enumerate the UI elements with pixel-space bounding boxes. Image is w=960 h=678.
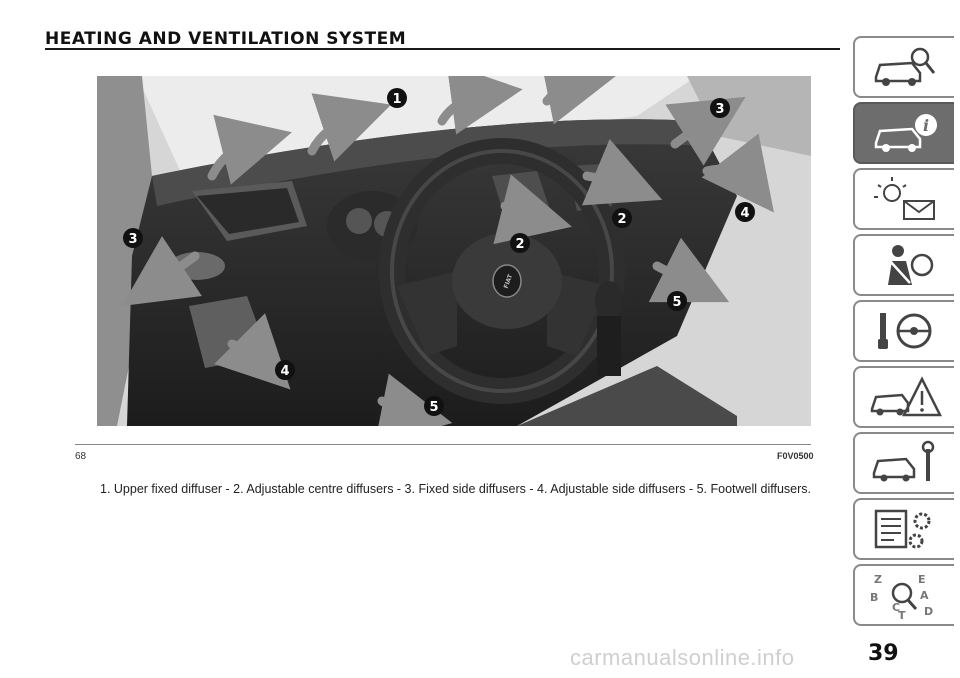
figure-caption: 1. Upper fixed diffuser - 2. Adjustable … [100,482,812,496]
callout-3-left: 3 [128,232,137,247]
alphabetical-index-icon: Z E A B C D T [870,573,933,619]
tab-starting-driving[interactable] [853,300,954,362]
tab-getting-to-know[interactable] [853,36,954,98]
steering-badge: FIAT [503,273,515,290]
dashboard-illustration: FIAT 1 2 2 3 [97,76,811,426]
seatbelt-airbag-icon [887,245,933,285]
svg-text:i: i [922,116,928,135]
svg-text:E: E [918,573,926,586]
tab-emergency[interactable] [853,366,954,428]
callout-4-right: 4 [740,206,749,221]
page-title: HEATING AND VENTILATION SYSTEM [45,29,407,49]
warning-light-message-icon [873,177,935,220]
tab-maintenance[interactable] [853,432,954,494]
callout-4-left: 4 [280,364,289,379]
tab-technical-specifications[interactable] [853,498,954,560]
figure-rule [75,444,811,445]
svg-text:D: D [924,605,933,618]
tab-safety[interactable] [853,234,954,296]
steering-key-icon [877,313,931,349]
watermark: carmanualsonline.info [570,645,795,670]
tab-warning-lights[interactable] [853,168,954,230]
figure-number: 68 [75,451,87,462]
callout-2-right: 2 [617,212,626,227]
car-wrench-icon [872,440,934,482]
car-emergency-triangle-icon [870,376,942,417]
callout-1: 1 [392,92,401,107]
callout-2-centre: 2 [515,237,524,252]
svg-text:T: T [898,609,906,619]
callout-3-right: 3 [715,102,724,117]
figure-code: F0V0500 [777,451,814,461]
specifications-gears-icon [874,509,930,549]
tab-knowing-your-vehicle[interactable]: i [853,102,954,164]
callout-5-right: 5 [672,295,681,310]
svg-text:Z: Z [874,573,882,586]
svg-text:C: C [892,601,900,614]
tab-index[interactable]: Z E A B C D T [853,564,954,626]
page-number: 39 [868,641,899,666]
callout-5-left: 5 [429,400,438,415]
title-rule [45,48,840,50]
car-info-icon: i [874,114,937,152]
svg-text:A: A [920,589,929,602]
car-search-icon [874,47,935,86]
svg-text:B: B [870,591,878,604]
